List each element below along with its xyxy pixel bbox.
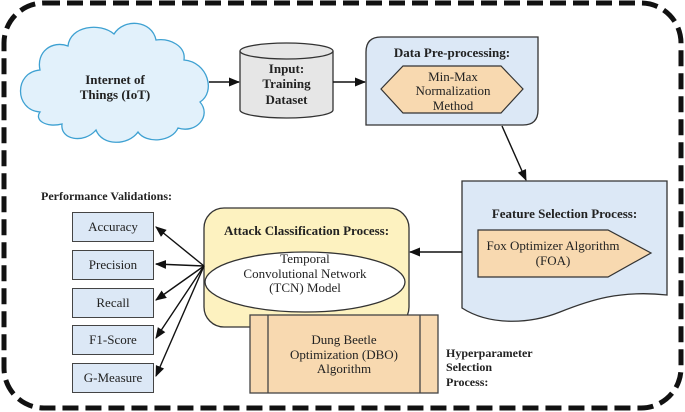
method-line3: Method	[432, 97, 474, 113]
foa-pentagon	[477, 229, 653, 278]
arrow-to-recall	[155, 265, 205, 301]
feature-selection-title: Feature Selection Process:	[491, 206, 638, 221]
method-line2: Normalization	[415, 83, 491, 99]
input-label-line1: Input:	[268, 61, 305, 76]
training-dataset-cylinder	[239, 42, 334, 119]
metric-recall: Recall	[72, 288, 154, 318]
iot-label-line1: Internet of	[85, 72, 145, 87]
normalization-hexagon	[380, 65, 524, 114]
metric-precision: Precision	[72, 250, 154, 280]
input-label-line3: Dataset	[265, 91, 308, 107]
hyperparameter-line3: Process:	[446, 374, 489, 389]
metric-g-measure: G-Measure	[72, 363, 154, 393]
dbo-line2: Optimization (DBO)	[290, 346, 398, 362]
foa-line2: (FOA)	[535, 252, 571, 268]
hyperparameter-line1: Hyperparameter	[446, 346, 533, 360]
tcn-line3: (TCN) Model	[269, 280, 341, 296]
method-line1: Min-Max	[428, 69, 478, 84]
normalization-method-label: Min-Max Normalization Method	[400, 69, 506, 113]
metric-accuracy: Accuracy	[72, 212, 154, 242]
tcn-line2: Convolutional Network	[243, 265, 367, 281]
foa-line1: Fox Optimizer Algorithm	[486, 238, 620, 253]
dbo-line1: Dung Beetle	[311, 332, 377, 347]
arrow-to-f1-score	[155, 265, 205, 339]
hyperparameter-line2: Selection	[446, 360, 492, 375]
arrow-preprocessing-to-feature	[501, 125, 527, 182]
input-dataset-label: Input: Training Dataset	[240, 61, 333, 107]
tcn-ellipse	[204, 251, 406, 313]
foa-label: Fox Optimizer Algorithm (FOA)	[478, 238, 628, 268]
arrow-to-accuracy	[155, 226, 205, 267]
hyperparameter-label: Hyperparameter Selection Process:	[446, 346, 533, 389]
iot-label-line2: Things (IoT)	[79, 87, 151, 103]
input-label-line2: Training	[262, 76, 311, 92]
iot-cloud-shape	[19, 22, 209, 143]
tcn-line1: Temporal	[280, 251, 330, 266]
arrow-to-g-measure	[155, 265, 205, 378]
iot-label: Internet of Things (IoT)	[60, 72, 170, 103]
preprocessing-title: Data Pre-processing:	[393, 45, 511, 60]
dbo-line3: Algorithm	[316, 361, 372, 377]
dbo-label: Dung Beetle Optimization (DBO) Algorithm	[268, 332, 420, 377]
tcn-label: Temporal Convolutional Network (TCN) Mod…	[215, 251, 395, 296]
classification-title: Attack Classification Process:	[223, 223, 390, 238]
dbo-box	[249, 314, 439, 394]
metric-f1-score: F1-Score	[72, 325, 154, 355]
performance-title: Performance Validations:	[41, 189, 172, 203]
arrow-to-precision	[154, 259, 205, 269]
